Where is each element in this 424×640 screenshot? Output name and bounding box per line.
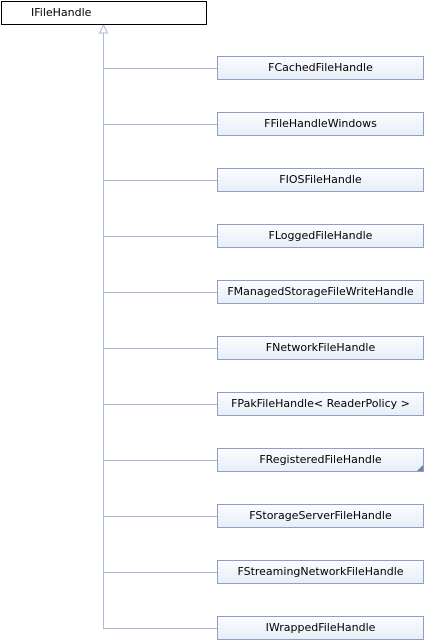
derived-class-box-iwrappedfilehandle[interactable]: IWrappedFileHandle xyxy=(217,616,424,640)
inheritance-arrow-icon xyxy=(98,23,109,34)
truncation-corner-icon xyxy=(417,465,423,471)
derived-class-box-fstorageserverfilehandle[interactable]: FStorageServerFileHandle xyxy=(217,504,424,528)
derived-class-box-fiosfilehandle[interactable]: FIOSFileHandle xyxy=(217,168,424,192)
derived-class-box-fmanagedstoragefilewritehandle[interactable]: FManagedStorageFileWriteHandle xyxy=(217,280,424,304)
derived-class-box-fpakfilehandle-readerpolicy[interactable]: FPakFileHandle< ReaderPolicy > xyxy=(217,392,424,416)
derived-class-box-fcachedfilehandle[interactable]: FCachedFileHandle xyxy=(217,56,424,80)
derived-class-box-fnetworkfilehandle[interactable]: FNetworkFileHandle xyxy=(217,336,424,360)
derived-class-box-floggedfilehandle[interactable]: FLoggedFileHandle xyxy=(217,224,424,248)
derived-class-box-fstreamingnetworkfilehandle[interactable]: FStreamingNetworkFileHandle xyxy=(217,560,424,584)
derived-class-box-fregisteredfilehandle[interactable]: FRegisteredFileHandle xyxy=(217,448,424,472)
base-class-box-ifilehandle[interactable]: IFileHandle xyxy=(1,1,207,25)
derived-class-box-ffilehandlewindows[interactable]: FFileHandleWindows xyxy=(217,112,424,136)
